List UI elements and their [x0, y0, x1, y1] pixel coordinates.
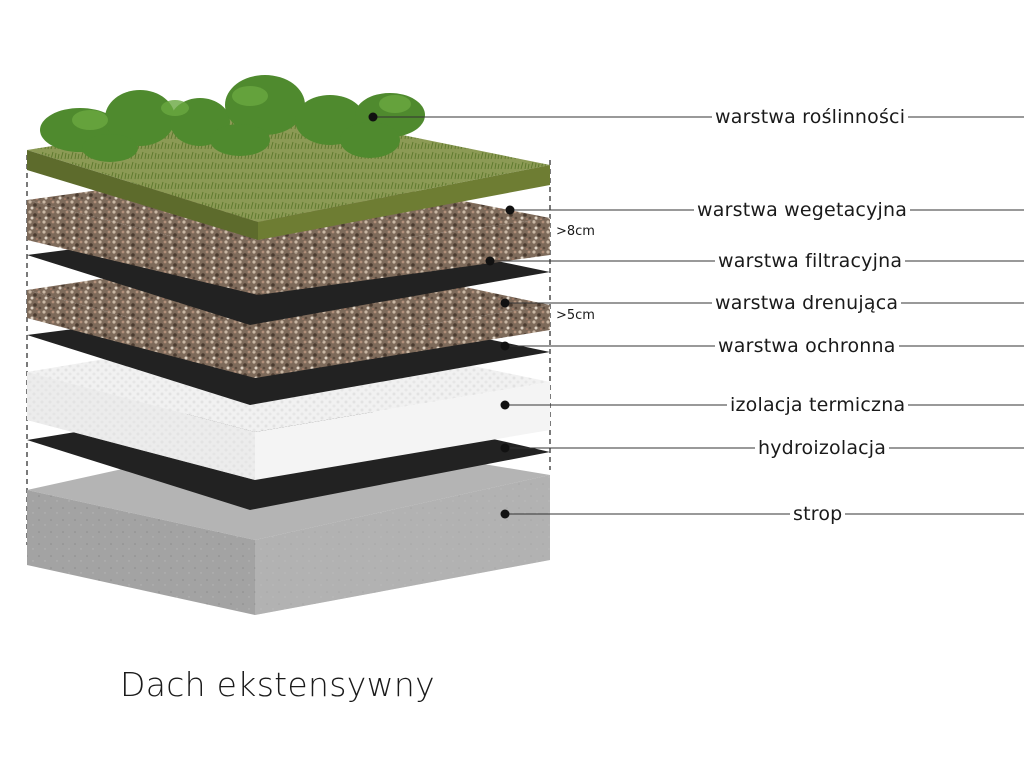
thickness-wegetacyjna: >8cm: [556, 224, 595, 239]
label-hydroizolacja: hydroizolacja: [755, 437, 890, 459]
label-wegetacyjna: warstwa wegetacyjna: [694, 199, 911, 221]
layer-roslinnosc: [27, 75, 550, 240]
thickness-drenujaca: >5cm: [556, 308, 595, 323]
label-izolacja: izolacja termiczna: [727, 394, 909, 416]
label-drenujaca: warstwa drenująca: [712, 292, 902, 314]
label-filtracyjna: warstwa filtracyjna: [715, 250, 906, 272]
label-strop: strop: [790, 503, 846, 525]
grass-tufts: [40, 75, 425, 162]
diagram-title: Dach ekstensywny: [120, 665, 435, 704]
leader-dots: [368, 112, 515, 519]
label-roslinnosc: warstwa roślinności: [712, 106, 909, 128]
label-ochronna: warstwa ochronna: [715, 335, 899, 357]
